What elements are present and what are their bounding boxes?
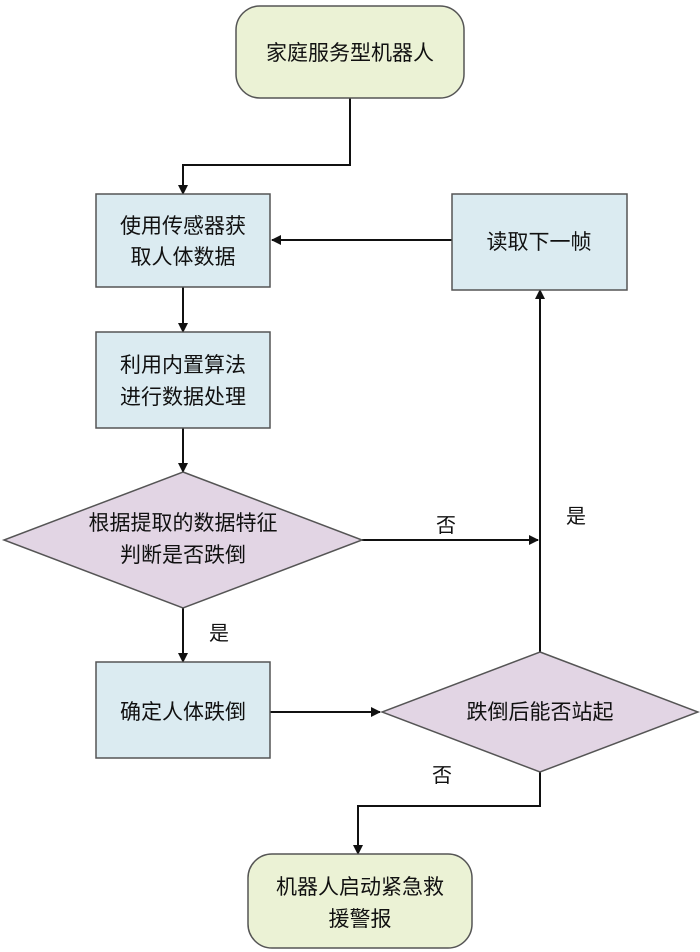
judge-label-line2: 判断是否跌倒 xyxy=(120,543,246,567)
rescue-label-line2: 援警报 xyxy=(329,907,392,931)
confirm-label: 确定人体跌倒 xyxy=(120,700,246,724)
stand-up-decision: 跌倒后能否站起 xyxy=(379,651,700,773)
connectors xyxy=(178,98,545,855)
rescue-label-line1: 机器人启动紧急救 xyxy=(276,875,444,899)
arrow-start-to-acquire xyxy=(178,98,351,195)
judge-fall-decision: 根据提取的数据特征 判断是否跌倒 xyxy=(1,471,365,609)
rescue-alarm-node: 机器人启动紧急救 援警报 xyxy=(247,853,473,949)
process-data-node: 利用内置算法 进行数据处理 xyxy=(95,331,271,429)
acquire-data-node: 使用传感器获 取人体数据 xyxy=(95,193,271,288)
edge-label-judge-no: 否 xyxy=(436,513,456,537)
edge-label-judge-yes: 是 xyxy=(209,621,229,645)
process-label-line1: 利用内置算法 xyxy=(120,353,246,377)
edge-label-stand-yes: 是 xyxy=(566,504,586,528)
process-label-line2: 进行数据处理 xyxy=(120,385,246,409)
acquire-label-line1: 使用传感器获 xyxy=(120,214,246,238)
confirm-fall-node: 确定人体跌倒 xyxy=(95,661,271,759)
edge-label-stand-no: 否 xyxy=(432,763,452,787)
start-node: 家庭服务型机器人 xyxy=(235,5,465,99)
judge-label-line1: 根据提取的数据特征 xyxy=(89,511,278,535)
stand-label: 跌倒后能否站起 xyxy=(467,700,614,724)
read-next-frame-node: 读取下一帧 xyxy=(451,193,628,291)
acquire-label-line2: 取人体数据 xyxy=(131,245,236,269)
arrow-stand-no-to-rescue xyxy=(353,772,541,855)
start-label: 家庭服务型机器人 xyxy=(266,41,434,65)
next-frame-label: 读取下一帧 xyxy=(487,230,592,254)
